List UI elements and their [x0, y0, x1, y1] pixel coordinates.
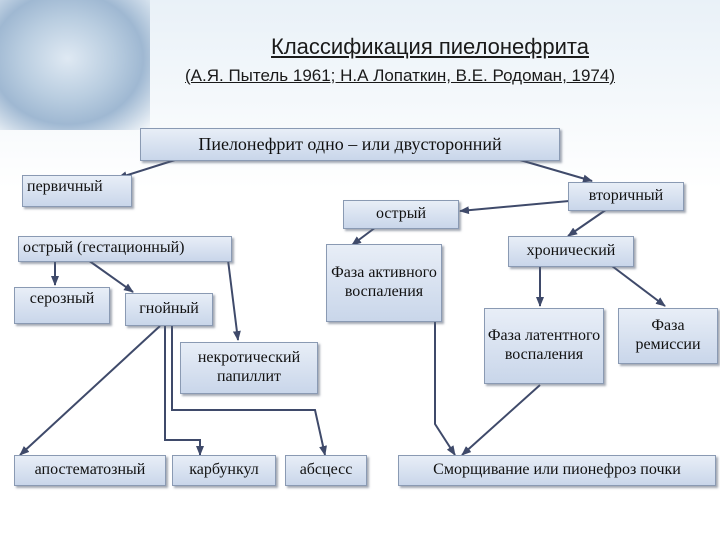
node-necrotic-papillitis: некротический папиллит — [180, 342, 318, 394]
line-secondary-to-acute — [459, 199, 581, 215]
line-latent-to-outcome — [461, 384, 541, 456]
line-gestational-to-purulent — [87, 259, 134, 293]
node-serous: серозный — [14, 287, 110, 324]
page-subtitle: (А.Я. Пытель 1961; Н.А Лопаткин, В.Е. Ро… — [185, 66, 615, 85]
line-purulent-to-carbuncle — [164, 326, 204, 456]
surgeon-photo — [0, 0, 150, 130]
node-remission-phase: Фаза ремиссии — [618, 308, 718, 364]
node-secondary: вторичный — [568, 182, 684, 211]
line-chronic-to-remission — [611, 265, 666, 307]
node-carbuncle: карбункул — [172, 455, 276, 486]
node-chronic: хронический — [508, 236, 634, 267]
line-main-to-secondary — [519, 159, 593, 183]
node-abscess: абсцесс — [285, 455, 367, 486]
node-acute-gestational: острый (гестационный) — [18, 236, 232, 262]
line-active-to-outcome — [434, 300, 456, 456]
node-primary: первичный — [22, 175, 132, 207]
node-active-phase: Фаза активного воспаления — [326, 244, 442, 322]
node-apostematous: апостематозный — [14, 455, 166, 486]
page-title: Классификация пиелонефрита — [271, 34, 589, 59]
line-purulent-to-apostematous — [19, 325, 161, 456]
node-main: Пиелонефрит одно – или двусторонний — [140, 128, 560, 161]
node-acute: острый — [343, 200, 459, 229]
node-latent-phase: Фаза латентного воспаления — [484, 308, 604, 384]
line-secondary-to-chronic — [567, 206, 611, 237]
line-purulent-to-abscess — [171, 326, 327, 456]
node-purulent: гнойный — [125, 293, 213, 326]
node-outcome: Сморщивание или пионефроз почки — [398, 455, 716, 486]
line-gestational-to-necrotic — [227, 259, 241, 341]
